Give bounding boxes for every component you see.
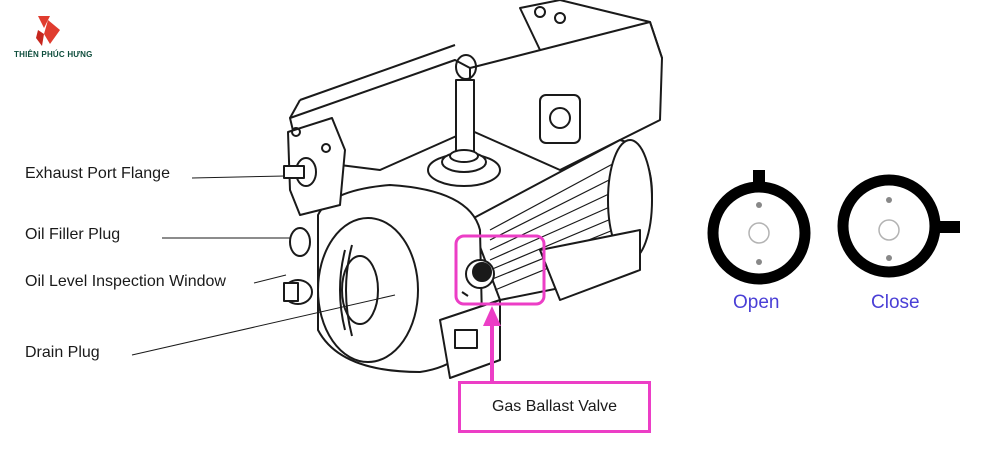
leader-exhaust	[191, 175, 286, 179]
label-gas-ballast-valve: Gas Ballast Valve	[491, 398, 618, 415]
valve-open-icon	[707, 170, 811, 285]
ballast-highlight-box	[454, 234, 546, 306]
brand-name: THIÊN PHÚC HƯNG	[14, 50, 93, 59]
ballast-arrow	[483, 306, 501, 381]
label-oil-level-window: Oil Level Inspection Window	[25, 273, 226, 290]
state-close-label: Close	[871, 292, 920, 313]
brand-logo-icon	[36, 16, 60, 46]
state-open-label: Open	[733, 292, 780, 313]
label-exhaust-port-flange: Exhaust Port Flange	[25, 165, 170, 182]
leader-oil-window	[253, 274, 287, 284]
label-drain-plug: Drain Plug	[25, 344, 100, 361]
gas-ballast-callout: Gas Ballast Valve	[458, 381, 651, 433]
valve-close-icon	[837, 174, 960, 278]
label-oil-filler-plug: Oil Filler Plug	[25, 226, 121, 243]
leader-drain	[131, 294, 396, 356]
